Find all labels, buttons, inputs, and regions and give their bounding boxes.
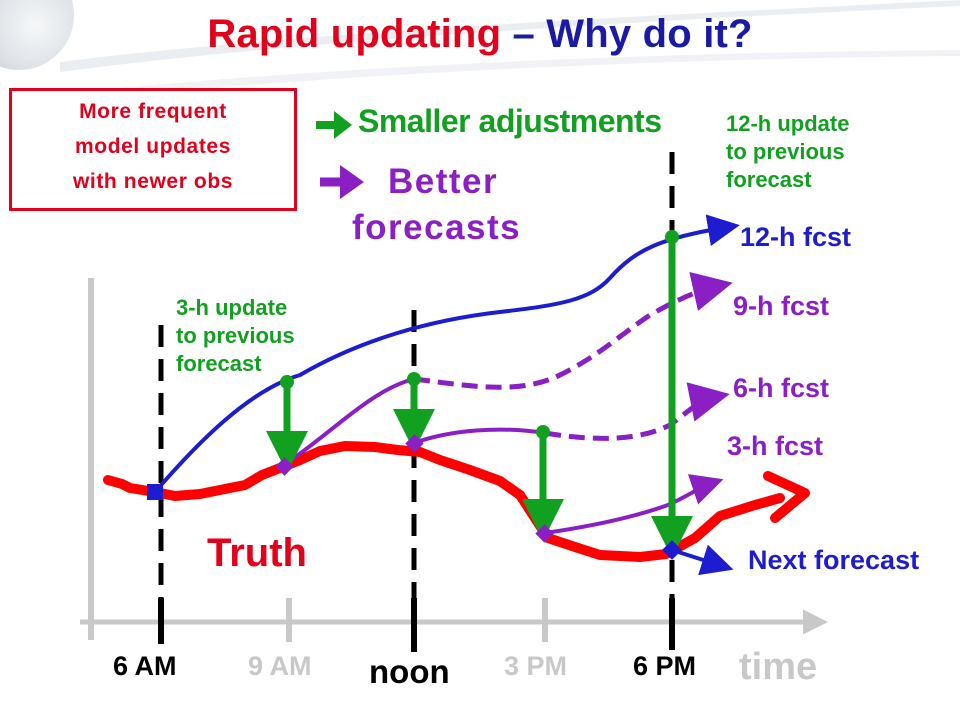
slide-title: Rapid updating – Why do it?: [0, 10, 960, 58]
point-6pm-blue: [662, 540, 682, 560]
forecast-9h-dashed-line: [413, 271, 733, 390]
forecast-6h-dashed-line: [544, 382, 730, 441]
title-part-blue: – Why do it?: [501, 12, 753, 56]
note-12h-update-line: forecast: [726, 167, 812, 192]
data-points: [147, 230, 682, 560]
result-smaller-adjustments: Smaller adjustments: [358, 103, 662, 139]
point-9am-green: [280, 375, 294, 389]
green-result-arrow-icon: [316, 111, 352, 139]
update-arrows: [266, 237, 693, 558]
label-12h-fcst: 12-h fcst: [740, 222, 852, 252]
axis-label-time: time: [739, 646, 818, 688]
point-9am-purple: [275, 457, 294, 476]
point-3pm-green: [536, 425, 550, 439]
point-noon-green: [407, 372, 421, 386]
label-6h-fcst: 6-h fcst: [733, 373, 830, 403]
purple-result-arrow-icon: [320, 165, 364, 199]
forecast-6h-solid-line: [413, 427, 546, 445]
forecast-3h-line: [544, 474, 724, 535]
axis-tick-label-6am: 6 AM: [113, 651, 177, 681]
truth-line: [103, 441, 785, 562]
premise-line: More frequent: [79, 100, 227, 123]
axis-tick-label-noon: noon: [369, 653, 450, 690]
truth-arrow-head-icon: [763, 471, 810, 523]
label-9h-fcst: 9-h fcst: [733, 291, 830, 321]
axis-tick-label-9am: 9 AM: [248, 651, 312, 681]
point-noon-purple: [405, 434, 424, 453]
label-3h-fcst: 3-h fcst: [727, 431, 824, 461]
premise-line: with newer obs: [72, 170, 234, 193]
next-forecast-line: [671, 544, 734, 576]
title-part-red: Rapid updating: [207, 12, 502, 56]
premise-box: More frequent model updates with newer o…: [9, 88, 297, 211]
point-6am-blue: [147, 484, 163, 500]
axis-tick-label-6pm: 6 PM: [633, 651, 697, 681]
point-3pm-purple: [535, 524, 554, 543]
point-6pm-green: [665, 230, 679, 244]
note-3h-update-line: to previous: [176, 323, 295, 348]
premise-line: model updates: [75, 135, 231, 158]
axes: [80, 278, 828, 642]
label-next-forecast: Next forecast: [748, 545, 920, 575]
axis-tick-label-3pm: 3 PM: [504, 651, 568, 681]
note-3h-update-line: 3-h update: [176, 295, 288, 320]
result-better-line1: Better: [388, 162, 499, 201]
result-better-line2: forecasts: [352, 208, 522, 247]
note-12h-update-line: to previous: [726, 139, 845, 164]
label-truth: Truth: [207, 531, 307, 575]
note-12h-update-line: 12-h update: [726, 111, 850, 136]
forecast-12h-line: [153, 214, 740, 494]
note-3h-update-line: forecast: [176, 351, 262, 376]
header-swoosh-decoration: [60, 0, 960, 96]
